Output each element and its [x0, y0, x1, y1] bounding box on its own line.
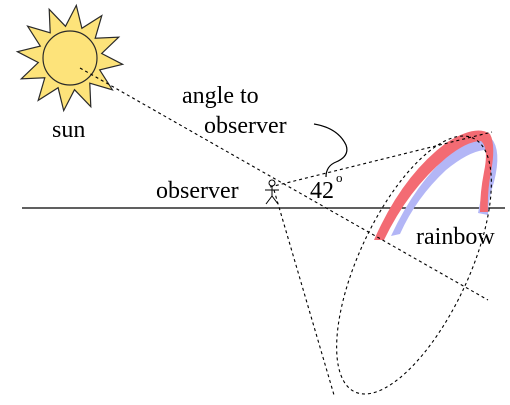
- observer-label: observer: [156, 178, 239, 204]
- rainbow-cone-ellipse: [336, 135, 492, 395]
- rainbow-red-band: [374, 130, 494, 240]
- rainbow-label: rainbow: [416, 224, 495, 250]
- sightline-lower-left: [273, 189, 335, 396]
- sightline-to-rainbow-top: [269, 131, 493, 188]
- angle-value: 42: [310, 178, 334, 204]
- observer-figure-icon: [265, 179, 279, 205]
- sun-label: sun: [52, 117, 85, 143]
- angle-label-line2: observer: [204, 113, 287, 139]
- angle-leader-curve: [313, 123, 348, 178]
- rainbow-arc: [374, 130, 498, 240]
- degree-symbol: o: [336, 170, 343, 185]
- sun-icon: [15, 3, 125, 113]
- angle-label-line1: angle to: [182, 83, 259, 109]
